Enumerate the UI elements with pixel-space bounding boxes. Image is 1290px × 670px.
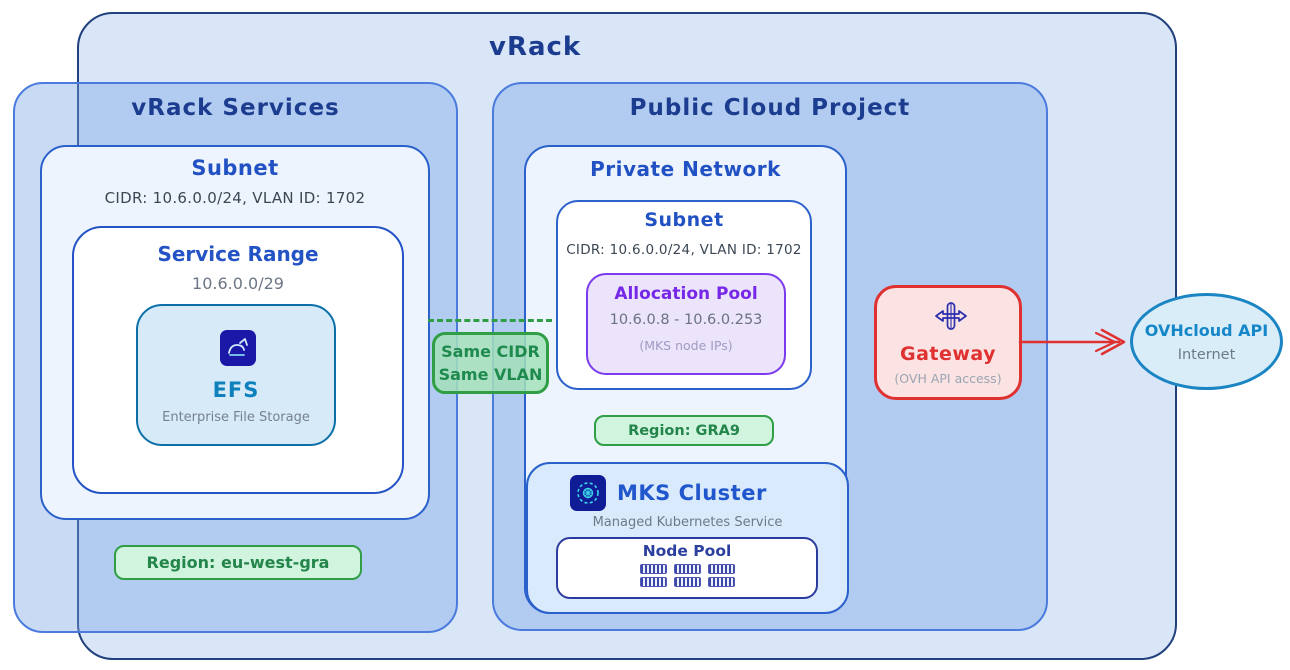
kubernetes-icon — [570, 475, 606, 511]
gateway-box: Gateway (OVH API access) — [874, 285, 1022, 400]
vrack-title: vRack — [489, 32, 582, 62]
node-pool-box: Node Pool — [556, 537, 818, 599]
same-vlan-label: Same VLAN — [438, 365, 543, 384]
service-range-title: Service Range — [157, 242, 319, 266]
ovhcloud-api-ellipse: OVHcloud API Internet — [1130, 293, 1283, 390]
services-subnet-title: Subnet — [191, 156, 279, 180]
mks-cluster-subtitle: Managed Kubernetes Service — [592, 515, 783, 530]
pcp-subnet-box: Subnet CIDR: 10.6.0.0/24, VLAN ID: 1702 … — [556, 200, 812, 390]
allocation-pool-note: (MKS node IPs) — [639, 338, 733, 353]
region-badge-label: Region: GRA9 — [628, 422, 740, 439]
services-subnet-box: Subnet CIDR: 10.6.0.0/24, VLAN ID: 1702 … — [40, 145, 430, 520]
container-node-icon — [673, 577, 701, 587]
gateway-title: Gateway — [899, 343, 997, 365]
same-subnet-dashed-link — [428, 319, 552, 322]
file-storage-icon — [220, 330, 256, 366]
region-badge-label: Region: eu-west-gra — [146, 553, 330, 572]
private-network-title: Private Network — [590, 157, 781, 181]
public-cloud-project-title: Public Cloud Project — [629, 95, 911, 121]
node-pool-nodes — [558, 564, 816, 587]
mks-cluster-title: MKS Cluster — [617, 481, 767, 505]
region-badge-eu-west-gra: Region: eu-west-gra — [114, 545, 362, 580]
container-node-icon — [707, 564, 735, 574]
efs-box: EFS Enterprise File Storage — [136, 304, 336, 446]
allocation-pool-title: Allocation Pool — [614, 284, 758, 304]
same-cidr-label: Same CIDR — [441, 341, 540, 361]
container-node-icon — [639, 564, 667, 574]
efs-title: EFS — [212, 378, 260, 402]
services-subnet-cidr: CIDR: 10.6.0.0/24, VLAN ID: 1702 — [104, 189, 366, 207]
gateway-note: (OVH API access) — [894, 371, 1002, 386]
efs-subtitle: Enterprise File Storage — [162, 410, 310, 425]
mks-cluster-box: MKS Cluster Managed Kubernetes Service N… — [526, 462, 849, 614]
same-cidr-vlan-badge: Same CIDR Same VLAN — [432, 332, 549, 394]
allocation-pool-range: 10.6.0.8 - 10.6.0.253 — [609, 312, 763, 328]
ovhcloud-api-title: OVHcloud API — [1144, 321, 1269, 340]
container-node-icon — [673, 564, 701, 574]
allocation-pool-box: Allocation Pool 10.6.0.8 - 10.6.0.253 (M… — [586, 273, 786, 375]
service-range-cidr: 10.6.0.0/29 — [192, 274, 284, 293]
container-node-icon — [707, 577, 735, 587]
pcp-subnet-cidr: CIDR: 10.6.0.0/24, VLAN ID: 1702 — [566, 242, 802, 258]
pcp-subnet-title: Subnet — [644, 209, 724, 231]
node-pool-title: Node Pool — [642, 542, 732, 560]
container-node-icon — [639, 577, 667, 587]
gateway-to-api-arrow — [1016, 322, 1132, 362]
mks-cluster-header: MKS Cluster — [570, 475, 767, 511]
vrack-services-box: vRack Services Subnet CIDR: 10.6.0.0/24,… — [13, 82, 458, 633]
service-range-box: Service Range 10.6.0.0/29 EFS Enterprise… — [72, 226, 404, 494]
region-badge-gra9: Region: GRA9 — [594, 415, 774, 446]
vrack-services-title: vRack Services — [131, 95, 340, 121]
public-cloud-project-box: Public Cloud Project Private Network Sub… — [492, 82, 1048, 631]
private-network-box: Private Network Subnet CIDR: 10.6.0.0/24… — [524, 145, 849, 614]
internet-label: Internet — [1177, 347, 1236, 363]
gateway-router-icon — [933, 298, 969, 334]
